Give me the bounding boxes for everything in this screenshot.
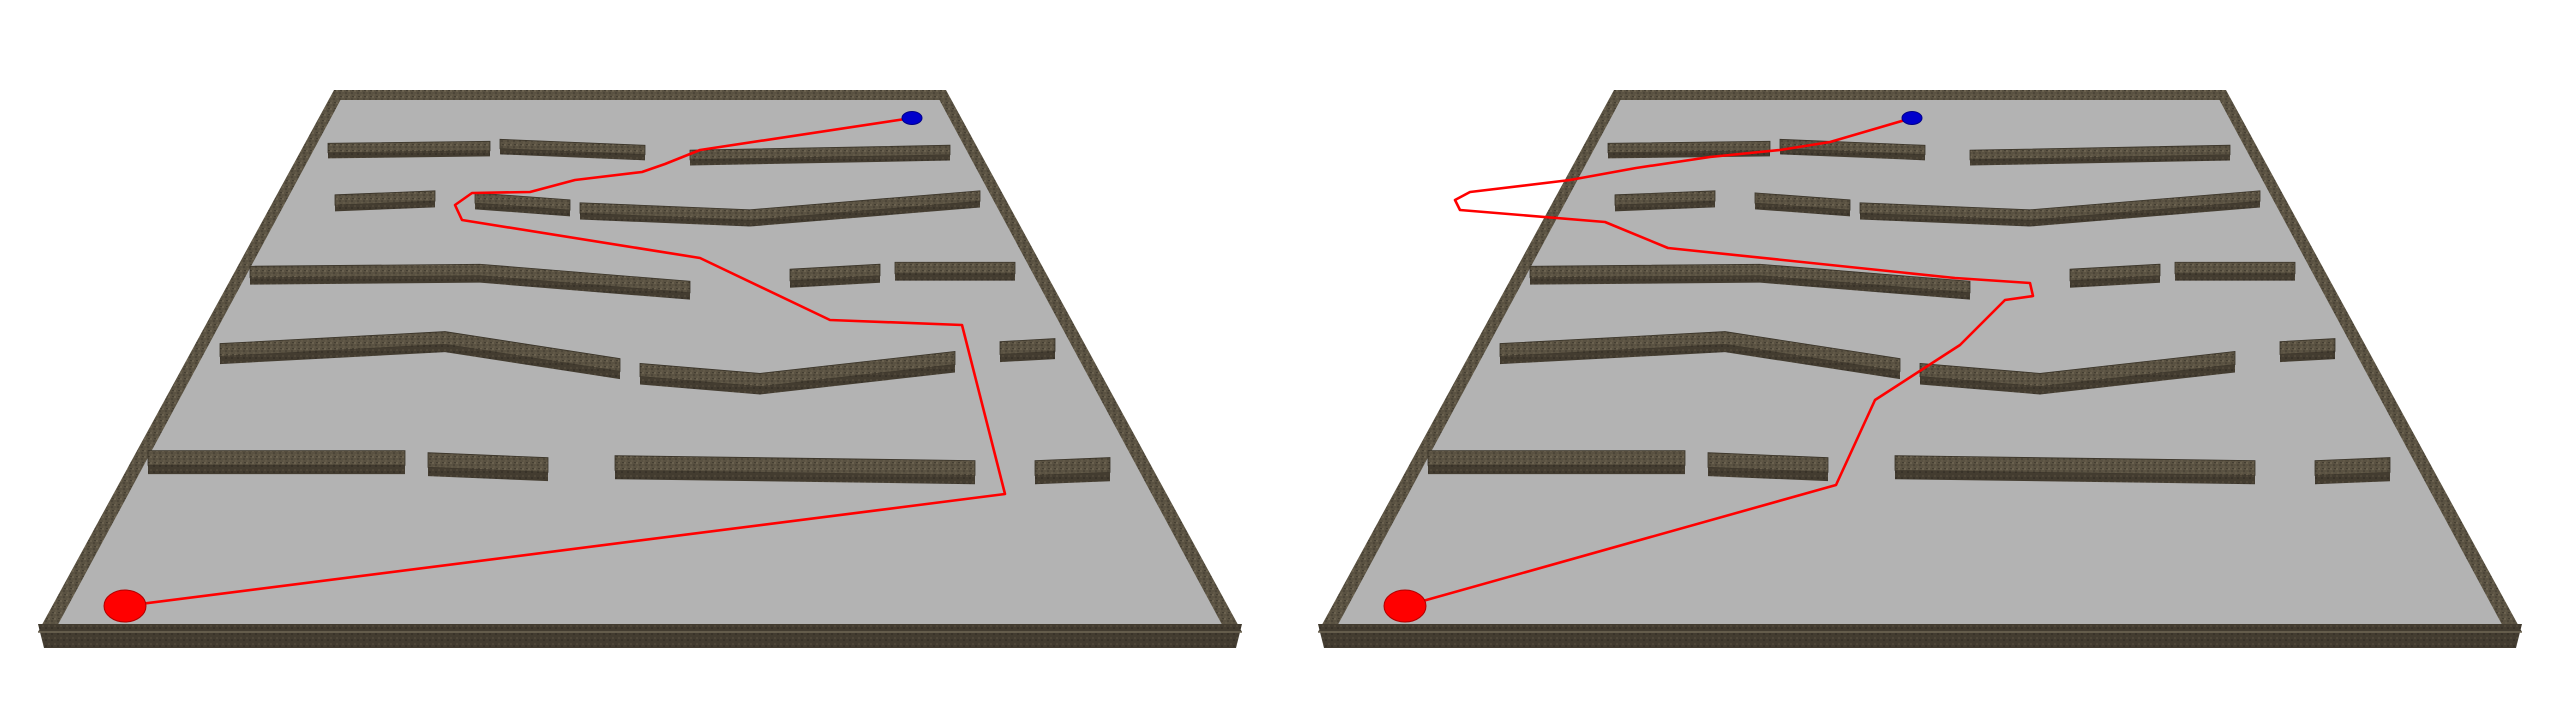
goal-marker: [901, 111, 923, 125]
start-marker: [1383, 589, 1427, 623]
maze-wall-face: [1500, 344, 1900, 380]
maze-wall: [2314, 457, 2391, 476]
maze-wall: [1034, 457, 1111, 476]
maze-wall-face: [328, 150, 490, 159]
maze-wall-face: [250, 275, 690, 300]
maze-wall-face: [1428, 465, 1685, 475]
maze-wall-face: [475, 203, 570, 217]
maze-wall-face: [615, 470, 975, 485]
maze-wall-face: [148, 465, 405, 475]
maze-wall-face: [1000, 351, 1055, 363]
maze-border-right: [2214, 90, 2522, 632]
maze-wall-face: [2070, 275, 2160, 288]
maze-border-bottom: [38, 624, 1242, 648]
maze-panel-right: [1318, 90, 2522, 648]
maze-wall-face: [428, 467, 548, 482]
maze-border-top: [334, 90, 946, 100]
maze-wall-face: [790, 275, 880, 288]
maze-wall-face: [1860, 201, 2260, 227]
maze-wall-face: [2175, 273, 2295, 281]
maze-wall-face: [220, 344, 620, 380]
maze-wall: [2174, 261, 2296, 275]
maze-border-left: [38, 90, 346, 632]
maze-wall: [147, 450, 406, 466]
maze-wall: [894, 261, 1016, 275]
maze-wall-face: [2315, 472, 2390, 485]
maze-wall-face: [1530, 275, 1970, 300]
maze-border-bottom: [1318, 624, 2522, 648]
goal-marker: [1901, 111, 1923, 125]
maze-wall-face: [1780, 148, 1925, 161]
maze-wall: [327, 140, 491, 154]
maze-wall-face: [2280, 351, 2335, 363]
maze-wall-face: [580, 201, 980, 227]
maze-wall-face: [1708, 467, 1828, 482]
planned-path: [124, 116, 1007, 608]
maze-panel-left: [38, 90, 1242, 648]
maze-wall-face: [1035, 472, 1110, 485]
maze-border-top: [1614, 90, 2226, 100]
maze-wall-face: [1608, 150, 1770, 159]
maze-wall-face: [1755, 203, 1850, 217]
maze-wall-face: [1970, 154, 2230, 166]
start-marker: [103, 589, 147, 623]
planned-path: [1404, 116, 2035, 608]
maze-wall: [1607, 140, 1771, 154]
maze-wall-face: [690, 154, 950, 166]
maze-wall-face: [1895, 470, 2255, 485]
maze-wall-face: [335, 201, 435, 212]
maze-wall-face: [500, 148, 645, 161]
maze-wall-face: [1615, 201, 1715, 212]
maze-wall-face: [895, 273, 1015, 281]
maze-wall: [1427, 450, 1686, 466]
maze-border-right: [934, 90, 1242, 632]
maze-border-left: [1318, 90, 1626, 632]
maze-wall-face: [640, 364, 955, 395]
maze-wall-face: [1920, 364, 2235, 395]
